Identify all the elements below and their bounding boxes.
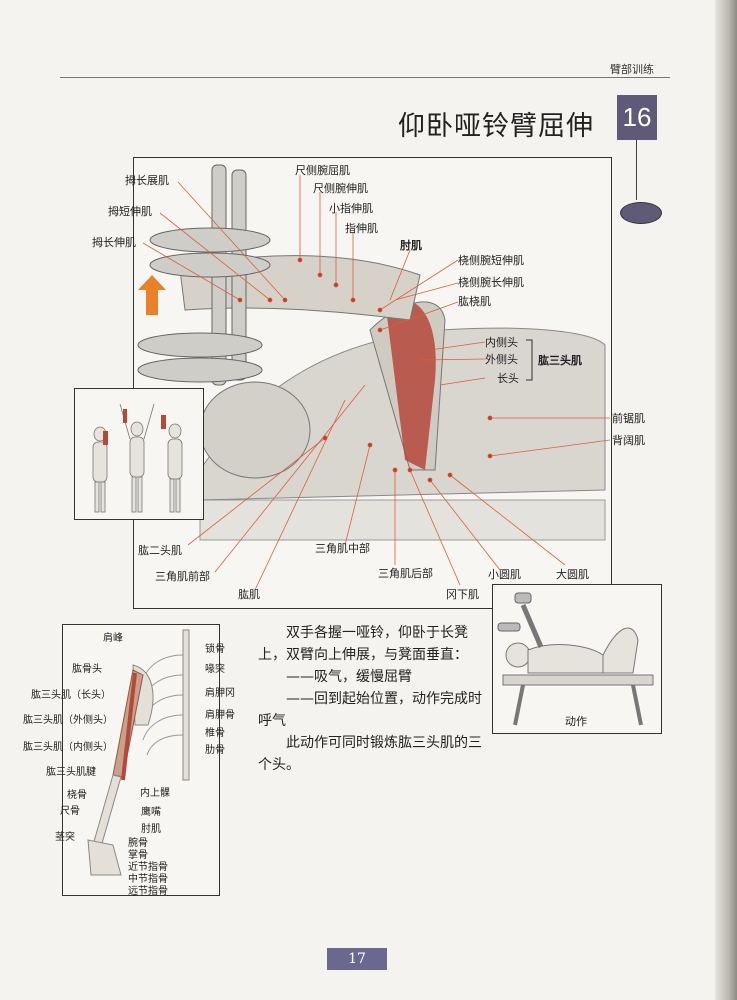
label-ext-pollicis-brevis: 拇短伸肌 [108,205,152,218]
label-ext-carpi-ulnaris: 尺侧腕伸肌 [313,182,368,195]
sk-label-distal-phalanges: 远节指骨 [128,886,168,897]
label-flexor-carpi-ulnaris: 尺侧腕屈肌 [295,164,350,177]
triceps-bracket [526,339,533,381]
inset-figures-panel [74,388,204,520]
sk-label-vertebra: 椎骨 [205,728,225,739]
sk-label-triceps-lateral: 肱三头肌（外侧头） [23,715,113,726]
sk-label-acromion: 肩峰 [103,633,123,644]
triceps-highlight [385,298,436,470]
sk-label-proximal-phalanges: 近节指骨 [128,862,168,873]
action-caption: 动作 [565,715,587,728]
label-deltoid-anterior: 三角肌前部 [155,570,210,583]
sk-label-scapular-spine: 肩胛冈 [205,688,235,699]
sk-label-triceps-long: 肱三头肌（长头） [31,690,111,701]
page-title: 仰卧哑铃臂屈伸 [398,111,594,142]
sk-label-radius: 桡骨 [67,790,87,801]
label-ext-carpi-rad-brevis: 桡侧腕短伸肌 [458,254,524,267]
sk-label-metacarpals: 掌骨 [128,850,148,861]
sk-label-olecranon: 鹰嘴 [141,807,161,818]
label-triceps-medial: 内侧头 [485,336,518,349]
sk-label-ulna: 尺骨 [60,806,80,817]
description-paragraph-3: ——回到起始位置，动作完成时呼气 [258,691,482,729]
label-brachialis: 肱肌 [238,588,260,601]
skeleton-drawing [87,629,190,876]
label-deltoid-posterior: 三角肌后部 [378,567,433,580]
sk-label-coracoid: 喙突 [205,664,225,675]
sk-label-rib: 肋骨 [205,745,225,756]
label-triceps-long: 长头 [497,372,519,385]
label-serratus-anterior: 前锯肌 [612,412,645,425]
description-paragraph-4: 此动作可同时锻炼肱三头肌的三个头。 [258,735,482,773]
label-latissimus-dorsi: 背阔肌 [612,434,645,447]
description-paragraph-1: 双手各握一哑铃，仰卧于长凳上，双臂向上伸展，与凳面垂直： [258,625,468,663]
dumbbell-shape [137,164,271,386]
chapter-tab [620,202,662,224]
sk-label-triceps-tendon: 肱三头肌腱 [46,767,96,778]
label-ext-digitorum: 指伸肌 [345,222,378,235]
action-drawing [497,592,654,726]
leader-lines [142,175,611,591]
exercise-description: 双手各握一哑铃，仰卧于长凳上，双臂向上伸展，与凳面垂直： ——吸气，缓慢屈臂 —… [258,622,488,776]
label-anconeus: 肘肌 [400,239,422,252]
section-label: 臂部训练 [610,63,654,76]
label-ext-digiti-minimi: 小指伸肌 [329,202,373,215]
sk-label-carpals: 腕骨 [128,838,148,849]
sk-label-humeral-head: 肱骨头 [72,664,102,675]
inset-figures-drawing [92,403,183,513]
label-infraspinatus: 冈下肌 [446,588,479,601]
head-shape [199,381,311,479]
label-ext-carpi-rad-longus: 桡侧腕长伸肌 [458,276,524,289]
header-rule [60,77,670,78]
sk-label-medial-epicondyle: 内上髁 [140,788,170,799]
exercise-number-badge: 16 [617,95,657,140]
sk-label-clavicle: 锁骨 [205,644,225,655]
label-deltoid-middle: 三角肌中部 [315,542,370,555]
sk-label-styloid: 茎突 [55,832,75,843]
label-ext-pollicis-longus: 拇长伸肌 [92,236,136,249]
page-gutter [715,0,737,1000]
label-biceps: 肱二头肌 [138,544,182,557]
upward-arrow-icon [138,275,166,315]
skeleton-panel [62,624,220,896]
sk-label-scapula: 肩胛骨 [205,710,235,721]
sk-label-anconeus: 肘肌 [141,824,161,835]
action-illustration-panel [492,584,662,734]
bench-shape [199,499,606,541]
label-triceps: 肱三头肌 [538,354,582,367]
side-rule [636,140,637,200]
label-teres-minor: 小圆肌 [488,568,521,581]
label-teres-major: 大圆肌 [556,568,589,581]
label-triceps-lateral: 外侧头 [485,353,518,366]
label-brachioradialis: 肱桡肌 [458,295,491,308]
sk-label-triceps-medial: 肱三头肌（内侧头） [23,742,113,753]
label-abd-pollicis-longus: 拇长展肌 [125,174,169,187]
page-number: 17 [327,948,387,970]
description-paragraph-2: ——吸气，缓慢屈臂 [286,669,412,685]
sk-label-middle-phalanges: 中节指骨 [128,874,168,885]
